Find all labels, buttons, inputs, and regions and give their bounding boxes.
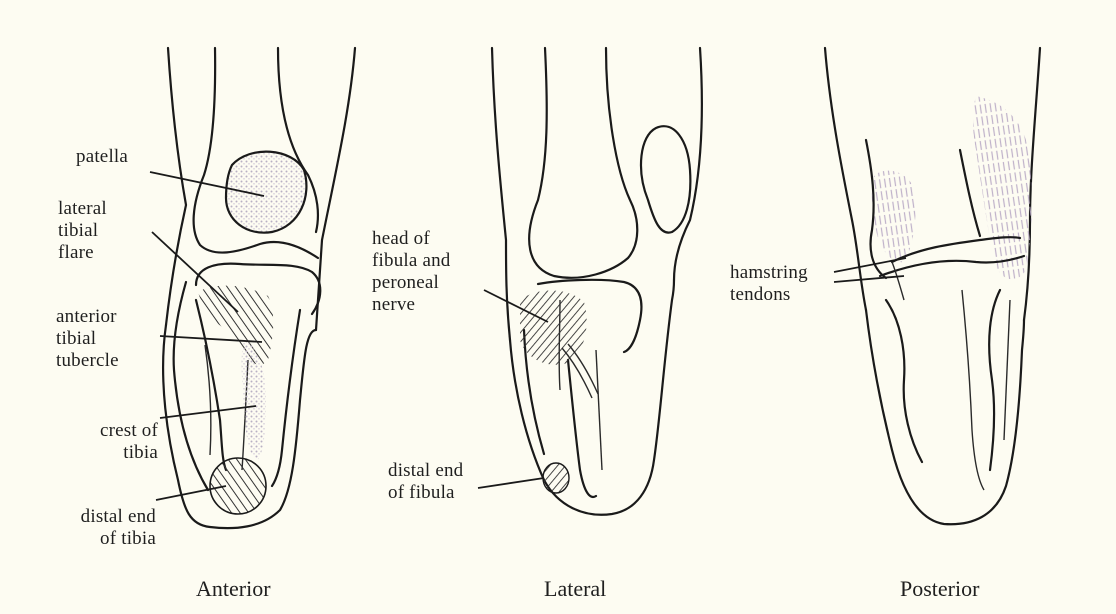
- view-title-anterior: Anterior: [196, 576, 271, 602]
- crest-of-tibia-leader: [160, 406, 256, 418]
- label-anterior-tibial-tubercle: anterior tibial tubercle: [56, 306, 119, 372]
- view-title-lateral: Lateral: [544, 576, 606, 602]
- lateral-femur: [529, 48, 637, 278]
- posterior-view: [825, 48, 1040, 524]
- lateral-tibial-flare-shape: [198, 286, 273, 365]
- label-lateral-tibial-flare: lateral tibial flare: [58, 198, 107, 264]
- posterior-thigh-left-edge: [825, 48, 866, 310]
- anterior-thigh-left-edge: [166, 48, 186, 325]
- view-title-posterior: Posterior: [900, 576, 979, 602]
- label-patella: patella: [76, 146, 128, 168]
- anterior-thigh-right-edge: [316, 48, 355, 330]
- label-hamstring-tendons: hamstring tendons: [730, 262, 808, 306]
- label-distal-end-of-fibula: distal end of fibula: [388, 460, 463, 504]
- anterior-view: [150, 48, 355, 528]
- lateral-patella: [641, 126, 690, 232]
- posterior-leg-outline: [866, 310, 1024, 524]
- lateral-view: [478, 48, 702, 515]
- posterior-right-muscle-fibers: [973, 96, 1032, 279]
- lateral-thigh-right-edge: [674, 48, 702, 280]
- distal-end-of-tibia-shape: [210, 458, 266, 514]
- hamstring-tendons-leader-lower: [834, 276, 904, 282]
- label-distal-end-of-tibia: distal end of tibia: [62, 506, 156, 550]
- posterior-femur-right: [960, 150, 980, 236]
- distal-end-of-fibula-leader: [478, 478, 544, 488]
- head-of-fibula-shape: [520, 290, 587, 364]
- posterior-left-muscle-fibers: [872, 171, 916, 263]
- label-crest-of-tibia: crest of tibia: [66, 420, 158, 464]
- distal-end-of-fibula-shape: [543, 463, 569, 493]
- patella-shape: [226, 152, 306, 233]
- label-head-of-fibula: head of fibula and peroneal nerve: [372, 228, 451, 316]
